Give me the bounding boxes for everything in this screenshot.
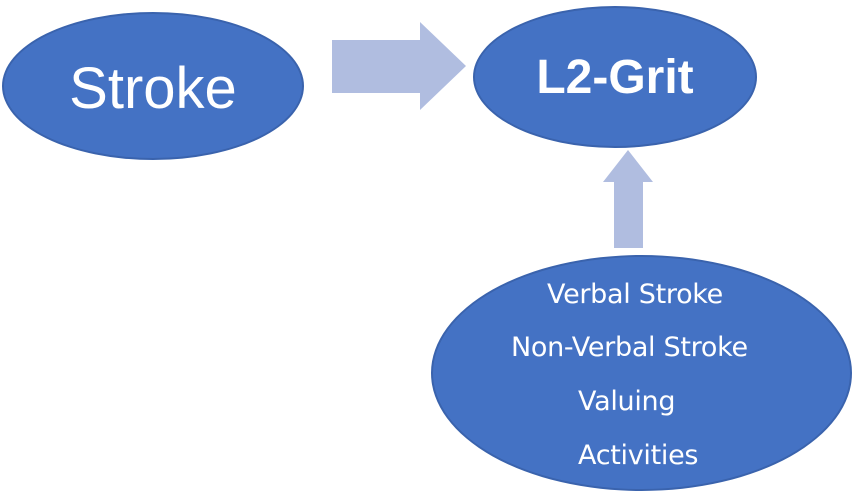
- component-non-verbal-stroke: Non-Verbal Stroke: [511, 332, 748, 363]
- l2-grit-node: L2-Grit: [473, 6, 757, 148]
- stroke-node: Stroke: [2, 12, 304, 160]
- arrow-stroke-to-grit: [332, 22, 466, 110]
- component-activities: Activities: [578, 440, 699, 471]
- component-valuing: Valuing: [578, 386, 676, 417]
- components-list: Verbal Stroke Non-Verbal Stroke Valuing …: [433, 257, 850, 489]
- stroke-label: Stroke: [69, 55, 237, 121]
- component-verbal-stroke: Verbal Stroke: [547, 279, 723, 310]
- l2-grit-label: L2-Grit: [536, 50, 694, 104]
- components-node: Verbal Stroke Non-Verbal Stroke Valuing …: [431, 255, 852, 491]
- arrow-components-to-grit: [603, 150, 653, 248]
